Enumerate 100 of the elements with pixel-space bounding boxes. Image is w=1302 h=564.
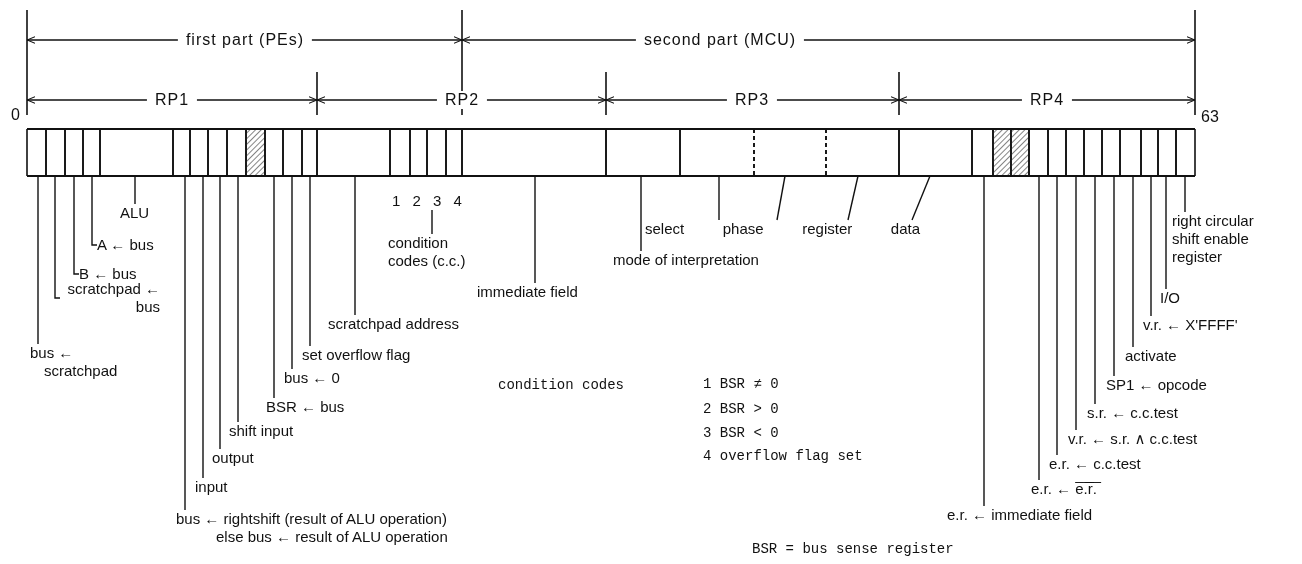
bit-field — [172, 128, 191, 177]
field-label: v.r. ← s.r. ∧ c.c.test — [1068, 430, 1198, 448]
bit-field — [461, 128, 607, 177]
bit-field — [1175, 128, 1196, 177]
bit-field — [679, 128, 755, 177]
field-label: A ← bus — [97, 236, 154, 254]
leader-line — [91, 175, 98, 246]
bit-field — [409, 128, 428, 177]
leader-line — [219, 175, 221, 450]
leader-line — [1056, 175, 1058, 456]
field-label: activate — [1125, 347, 1177, 365]
field-label: B ← bus — [79, 265, 137, 283]
leader-line — [1184, 175, 1186, 213]
leader-line — [354, 175, 356, 316]
bit-field — [45, 128, 66, 177]
bit-field — [316, 128, 391, 177]
leader-line — [718, 175, 720, 221]
bit-field — [1083, 128, 1103, 177]
field-label: right circular shift enable register — [1172, 212, 1277, 266]
leader-line — [911, 175, 931, 221]
bit-field — [282, 128, 303, 177]
field-label: I/O — [1160, 289, 1180, 307]
bit-field — [26, 128, 47, 177]
field-label: output — [212, 449, 254, 467]
bit-field — [1140, 128, 1159, 177]
leader-line — [776, 175, 786, 221]
leader-line — [1075, 175, 1077, 431]
hatched-bit-field — [1010, 128, 1030, 177]
bit-field — [264, 128, 284, 177]
field-label: mode of interpretation — [613, 251, 759, 269]
bit-numbers: 1 2 3 4 — [392, 192, 466, 210]
bit-field — [605, 128, 681, 177]
bit-field — [1101, 128, 1121, 177]
leader-line — [184, 175, 186, 511]
hatched-bit-field — [992, 128, 1012, 177]
bit-field — [82, 128, 101, 177]
leader-line — [534, 175, 536, 284]
bit-field — [389, 128, 411, 177]
leader-line — [202, 175, 204, 479]
leader-line — [983, 175, 985, 507]
leader-line — [237, 175, 239, 423]
bit-field — [64, 128, 84, 177]
dimension-label: RP2 — [436, 91, 488, 109]
field-label: scratchpad address — [328, 315, 459, 333]
field-label: shift input — [229, 422, 294, 440]
bit-number: 0 — [11, 106, 20, 124]
leader-line — [37, 175, 39, 345]
leader-line — [1038, 175, 1040, 481]
bit-field — [189, 128, 209, 177]
condition-code-text: 2 BSR > 0 — [703, 400, 779, 418]
leader-line — [134, 175, 136, 205]
bit-field — [753, 128, 827, 177]
field-label: SP1 ← opcode — [1106, 376, 1207, 394]
field-label: BSR ← bus — [266, 398, 345, 416]
dimension-label: second part (MCU) — [635, 31, 805, 49]
leader-line — [273, 175, 275, 399]
bit-field — [207, 128, 228, 177]
field-label: input — [195, 478, 228, 496]
field-label: bus ← 0 — [284, 369, 340, 387]
leader-line — [1113, 175, 1115, 377]
leader-line — [1094, 175, 1096, 405]
dimension-label: first part (PEs) — [177, 31, 313, 49]
condition-code-text: 1 BSR ≠ 0 — [703, 375, 779, 393]
bit-number: 63 — [1201, 108, 1219, 126]
field-label: s.r. ← c.c.test — [1087, 404, 1178, 422]
leader-line — [640, 175, 642, 252]
bit-field — [226, 128, 247, 177]
bit-field — [898, 128, 973, 177]
leader-line — [431, 209, 433, 235]
leader-line — [1132, 175, 1134, 348]
bit-field — [1065, 128, 1085, 177]
leader-line — [1165, 175, 1167, 290]
leader-line — [73, 175, 80, 275]
field-label: bus ← scratchpad — [30, 344, 129, 380]
leader-line — [291, 175, 293, 370]
condition-code-text: 3 BSR < 0 — [703, 424, 779, 442]
bit-field — [301, 128, 318, 177]
bit-field — [445, 128, 463, 177]
field-label: scratchpad ← bus — [60, 280, 160, 316]
field-label: v.r. ← X'FFFF' — [1143, 316, 1238, 334]
field-label: set overflow flag — [302, 346, 411, 364]
leader-line — [847, 175, 859, 221]
bit-field — [825, 128, 900, 177]
field-label: immediate field — [477, 283, 578, 301]
bit-field — [99, 128, 174, 177]
leader-line — [54, 175, 61, 299]
bit-field — [1047, 128, 1067, 177]
table-heading: condition codes — [498, 376, 625, 394]
bit-field — [971, 128, 994, 177]
leader-line — [1150, 175, 1152, 317]
field-label: select phase register data — [645, 220, 920, 238]
field-label: bus ← rightshift (result of ALU operation) else bus ← result of ALU operation — [176, 510, 466, 546]
field-label: e.r. ← c.c.test — [1049, 455, 1141, 473]
bit-field — [1157, 128, 1177, 177]
footnote: BSR = bus sense register — [752, 540, 954, 558]
leader-line — [309, 175, 311, 347]
field-label: condition codes (c.c.) — [388, 234, 488, 270]
field-label: e.r. ← immediate field — [947, 506, 1093, 524]
bit-field — [1028, 128, 1049, 177]
condition-code-text: 4 overflow flag set — [703, 447, 863, 465]
